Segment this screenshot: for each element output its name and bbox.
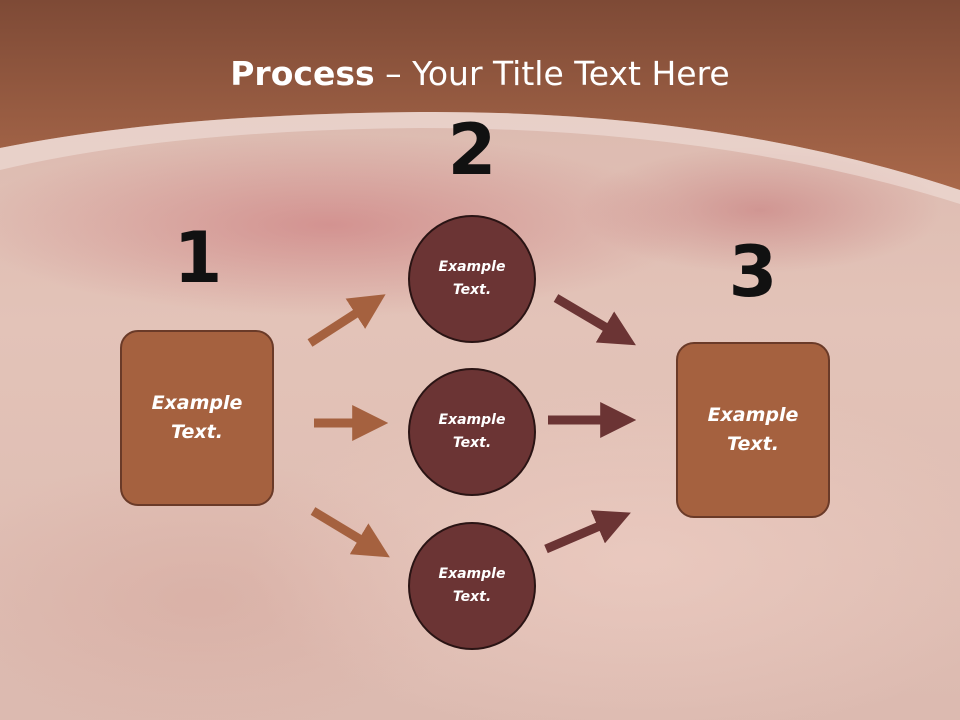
step-2-circle-bottom: Example Text. [408,522,536,650]
step-2-text-top: Example Text. [438,259,506,298]
slide-title: Process – Your Title Text Here [0,52,960,96]
step-2-circle-middle: Example Text. [408,368,536,496]
arrow-top-to-3 [553,294,636,346]
step-1-text: Example Text. [151,392,243,443]
step-3-text: Example Text. [707,404,799,455]
arrow-1-to-top [307,294,386,347]
step-3-box: Example Text. [676,342,830,518]
step-number-3: 3 [728,231,778,313]
step-1-box: Example Text. [120,330,274,506]
step-2-text-middle: Example Text. [438,412,506,451]
title-bold: Process [230,54,375,93]
title-rest: – Your Title Text Here [374,54,730,93]
arrow-bottom-to-3 [544,510,631,554]
step-2-circle-top: Example Text. [408,215,536,343]
arrow-1-to-bottom [310,507,390,558]
step-number-2: 2 [447,109,497,191]
step-number-1: 1 [173,217,223,299]
step-2-text-bottom: Example Text. [438,566,506,605]
